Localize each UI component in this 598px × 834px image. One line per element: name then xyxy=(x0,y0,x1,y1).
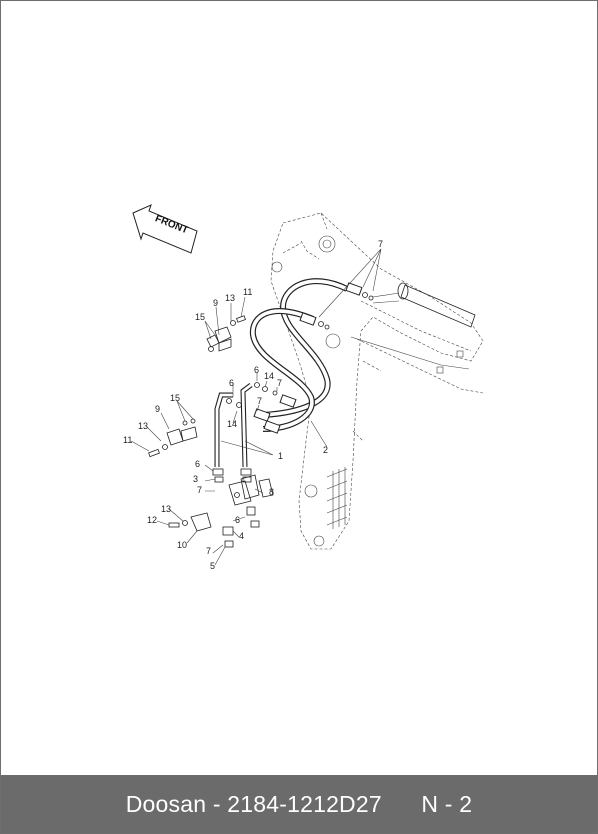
front-arrow: FRONT xyxy=(132,204,198,254)
callout-12: 12 xyxy=(147,515,157,525)
callout-6d: 6 xyxy=(235,515,240,525)
callout-15a: 15 xyxy=(195,312,205,322)
callout-7c: 7 xyxy=(197,485,202,495)
callout-6a: 6 xyxy=(229,378,234,388)
leader-lines xyxy=(130,248,382,566)
callout-4: 4 xyxy=(239,531,244,541)
callouts: 7 11 13 9 15 6 6 14 7 7 15 9 13 11 14 1 … xyxy=(123,239,383,571)
boom-cylinder xyxy=(350,282,476,374)
footer-bar: Doosan - 2184-1212D27 N - 2 xyxy=(1,775,597,833)
callout-11a: 11 xyxy=(243,287,252,297)
callout-14a: 14 xyxy=(264,371,274,381)
pipes xyxy=(214,382,278,468)
callout-8: 8 xyxy=(269,487,274,497)
callout-7d: 7 xyxy=(206,546,211,556)
callout-6c: 6 xyxy=(195,459,200,469)
callout-7a: 7 xyxy=(277,378,282,388)
callout-13b: 13 xyxy=(138,421,148,431)
callout-13c: 13 xyxy=(161,504,171,514)
callout-13a: 13 xyxy=(225,293,235,303)
hose-assembly xyxy=(249,278,374,434)
footer-brand: Doosan xyxy=(125,791,207,817)
callout-1: 1 xyxy=(278,451,283,461)
callout-11b: 11 xyxy=(123,435,132,445)
callout-15b: 15 xyxy=(170,393,180,403)
parts-diagram: FRONT xyxy=(123,204,484,571)
callout-14b: 14 xyxy=(227,419,237,429)
callout-9a: 9 xyxy=(213,298,218,308)
lower-valve xyxy=(168,468,274,548)
footer-separator: - xyxy=(212,791,221,817)
callout-6b: 6 xyxy=(254,365,259,375)
upper-clamp xyxy=(206,315,246,352)
callout-10: 10 xyxy=(177,540,187,550)
footer-page-ref: N - 2 xyxy=(421,791,473,817)
callout-2: 2 xyxy=(323,445,328,455)
callout-7-top: 7 xyxy=(378,239,383,249)
callout-3: 3 xyxy=(193,474,198,484)
boom-outline xyxy=(270,212,484,550)
callout-5: 5 xyxy=(210,561,215,571)
callout-9b: 9 xyxy=(155,404,160,414)
footer-part-number: 2184-1212D27 xyxy=(227,791,382,817)
lower-clamp xyxy=(148,418,198,458)
callout-7b: 7 xyxy=(257,396,262,406)
